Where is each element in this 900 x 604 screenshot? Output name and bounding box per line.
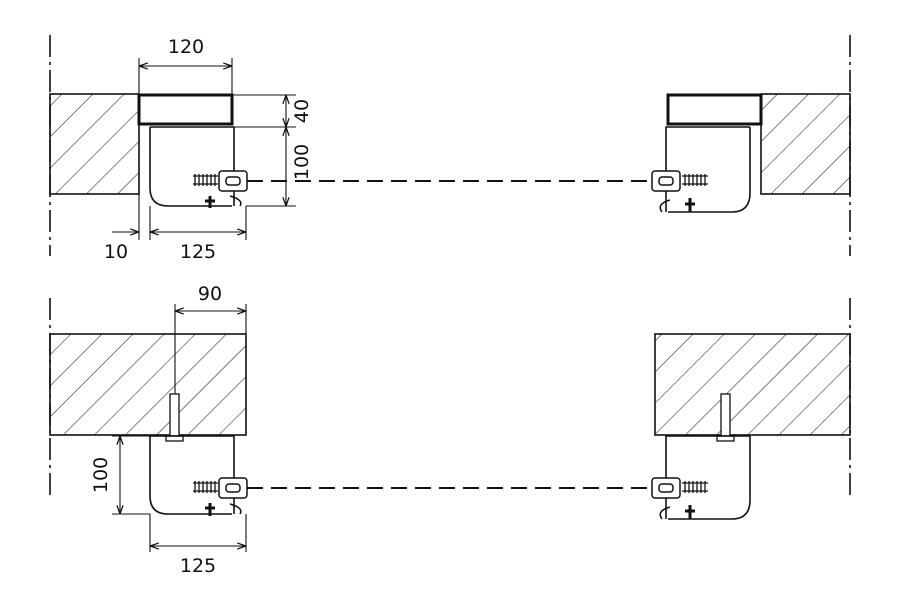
ceiling-screws [165, 393, 735, 442]
left-wall-top [49, 93, 140, 195]
dim-top-box-height: 40 [291, 99, 313, 123]
dim-top-box-width: 120 [168, 36, 204, 58]
top-dimension-lines [112, 58, 296, 240]
right-mounting-block [666, 93, 763, 126]
dim-top-profile-width: 125 [180, 241, 216, 263]
right-profile-top [665, 126, 751, 213]
dim-bottom-profile-width: 125 [180, 555, 216, 577]
right-runner-top [651, 170, 708, 213]
ceiling-right [654, 333, 851, 436]
left-profile-bottom [149, 435, 235, 515]
ceiling-left [49, 333, 247, 436]
left-runner-top [193, 170, 248, 208]
dim-top-profile-height: 100 [291, 144, 313, 180]
left-profile-top [149, 126, 235, 207]
bottom-dimension-lines [112, 304, 247, 552]
left-mounting-block [137, 93, 234, 126]
right-runner-bottom [651, 477, 708, 520]
dim-top-wall-gap: 10 [104, 241, 128, 263]
dim-bottom-profile-height: 100 [90, 457, 112, 493]
left-runner-bottom [193, 477, 248, 516]
dim-bottom-offset: 90 [198, 283, 222, 305]
right-wall-top [760, 93, 851, 195]
